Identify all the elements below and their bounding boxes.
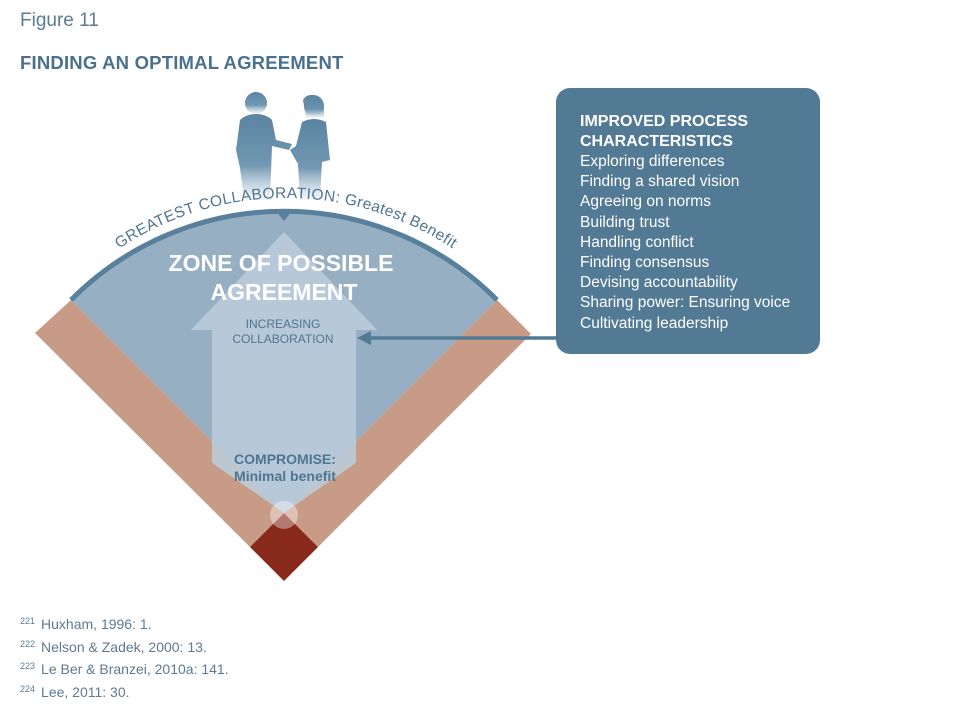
characteristics-list: Exploring differences Finding a shared v…: [580, 152, 790, 334]
footnote-text: Huxham, 1996: 1.: [41, 616, 152, 632]
list-item: Finding consensus: [580, 254, 710, 272]
base-diamond: [250, 513, 318, 581]
list-item: Building trust: [580, 213, 670, 231]
footnote: 223 Le Ber & Branzei, 2010a: 141.: [20, 657, 229, 680]
footnote: 224 Lee, 2011: 30.: [20, 680, 229, 703]
figure-label: Figure 11: [20, 10, 99, 31]
list-item: Handling conflict: [580, 233, 694, 251]
zone-title-line2: AGREEMENT: [211, 279, 358, 305]
zone-title-line1: ZONE OF POSSIBLE: [169, 250, 394, 276]
arrow-label-line2: COLLABORATION: [232, 332, 333, 346]
footnote-number: 224: [20, 683, 36, 694]
panel-heading-line1: IMPROVED PROCESS: [580, 113, 749, 130]
list-item: Devising accountability: [580, 274, 738, 292]
figure-title: FINDING AN OPTIMAL AGREEMENT: [20, 52, 344, 73]
arc-pointer-icon: [276, 211, 292, 221]
list-item: Sharing power: Ensuring voice: [580, 294, 791, 312]
compromise-label-line2: Minimal benefit: [234, 468, 336, 484]
increasing-collaboration-arrow: [191, 232, 377, 513]
compromise-label-line1: COMPROMISE:: [234, 451, 336, 467]
footnote-number: 222: [20, 638, 36, 649]
process-characteristics-panel: IMPROVED PROCESS CHARACTERISTICS Explori…: [556, 88, 820, 354]
left-band: [35, 300, 284, 547]
footnotes: 221 Huxham, 1996: 1. 222 Nelson & Zadek, 2…: [20, 612, 229, 702]
list-item: Finding a shared vision: [580, 173, 740, 191]
panel-heading: IMPROVED PROCESS CHARACTERISTICS: [580, 112, 810, 152]
footnote-number: 223: [20, 661, 36, 671]
handshake-people-icon: [236, 92, 330, 200]
list-item: Exploring differences: [580, 153, 725, 170]
footnote-number: 221: [20, 616, 36, 626]
footnote-text: Le Ber & Branzei, 2010a: 141.: [41, 661, 229, 677]
footnote-text: Lee, 2011: 30.: [41, 683, 130, 700]
right-band: [284, 300, 531, 547]
footnote-text: Nelson & Zadek, 2000: 13.: [41, 638, 207, 655]
list-item: Cultivating leadership: [580, 314, 729, 332]
footnote: 221 Huxham, 1996: 1.: [20, 612, 229, 635]
arrow-label-line1: INCREASING: [246, 317, 321, 331]
panel-heading-line2: CHARACTERISTICS: [580, 133, 733, 150]
origin-circle: [270, 501, 298, 529]
footnote: 222 Nelson & Zadek, 2000: 13.: [20, 635, 229, 658]
panel-connector-arrowhead-icon: [357, 331, 371, 345]
list-item: Agreeing on norms: [580, 193, 711, 211]
